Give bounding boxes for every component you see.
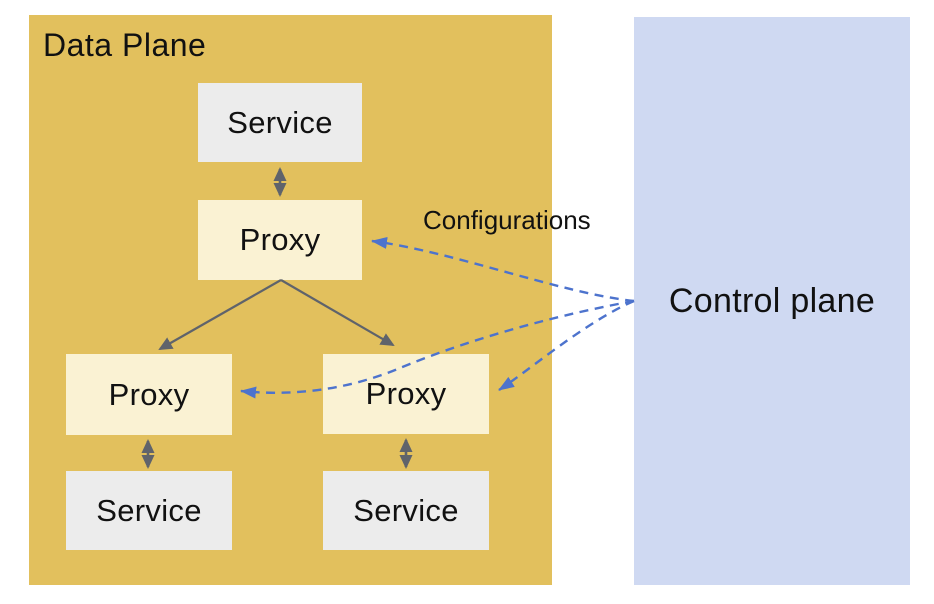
top-proxy-node: Proxy <box>198 200 362 280</box>
right-service-label: Service <box>353 492 459 528</box>
left-service-label: Service <box>96 492 202 528</box>
top-service-label: Service <box>227 104 333 140</box>
left-proxy-label: Proxy <box>108 376 190 412</box>
top-proxy-label: Proxy <box>239 222 321 257</box>
control-plane-title: Control plane <box>668 282 876 320</box>
right-proxy-node: Proxy <box>323 354 489 434</box>
left-service-node: Service <box>66 471 232 550</box>
control-plane-region: Control plane <box>634 17 910 585</box>
top-service-node: Service <box>198 83 362 162</box>
right-proxy-label: Proxy <box>365 376 447 411</box>
right-service-node: Service <box>323 471 489 550</box>
left-proxy-node: Proxy <box>66 354 232 435</box>
data-plane-title: Data Plane <box>43 27 207 63</box>
configurations-label: Configurations <box>423 205 591 235</box>
